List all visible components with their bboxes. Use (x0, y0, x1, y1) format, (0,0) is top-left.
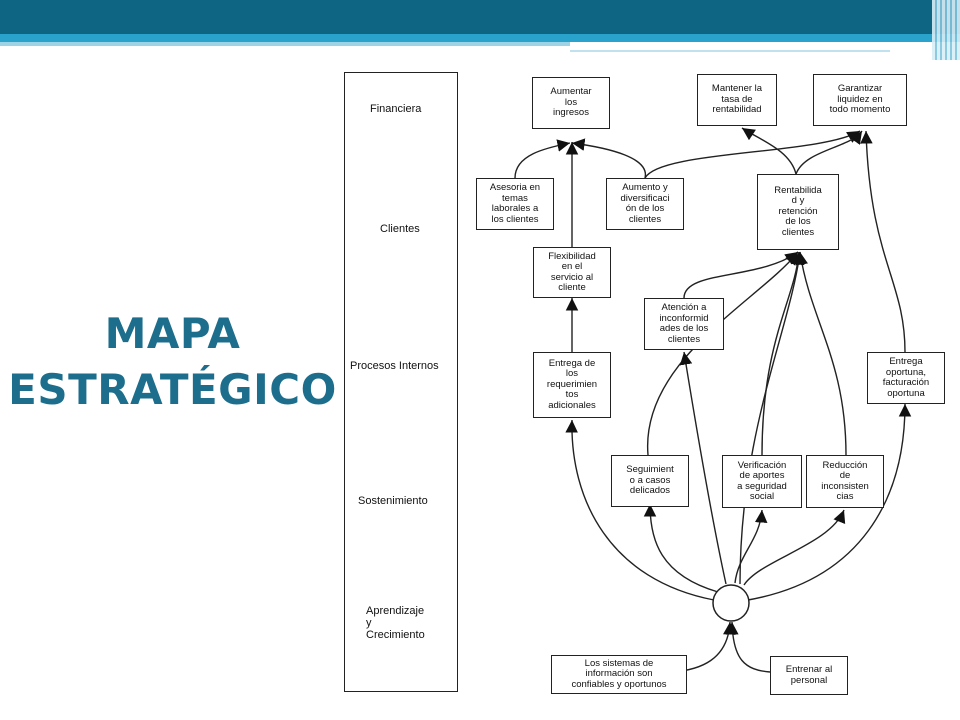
node-rentabilidad-retencion: Rentabilida d y retención de los cliente… (757, 174, 839, 250)
perspectives-column (344, 72, 458, 692)
edge-rentabilidad-to-liquidez (795, 130, 863, 175)
page-title: MAPA ESTRATÉGICO (0, 306, 345, 418)
node-asesoria-label: Asesoria en temas laborales a los client… (489, 182, 541, 225)
node-entrega-requerimientos-label: Entrega de los requerimien tos adicional… (546, 357, 598, 411)
convergence-hub (712, 584, 750, 622)
node-garantizar-liquidez-label: Garantizar liquidez en todo momento (829, 83, 891, 116)
perspective-label-aprendizaje: Aprendizaje y Crecimiento (366, 605, 425, 641)
node-entrega-oportuna-label: Entrega oportuna, facturación oportuna (882, 356, 930, 399)
node-seguimiento: Seguimient o a casos delicados (611, 455, 689, 507)
node-flexibilidad: Flexibilidad en el servicio al cliente (533, 247, 611, 298)
node-entrenar-label: Entrenar al personal (785, 664, 833, 686)
title-line-2: ESTRATÉGICO (8, 365, 337, 414)
perspective-label-sostenimiento: Sostenimiento (358, 495, 428, 507)
perspective-label-clientes: Clientes (380, 223, 420, 235)
node-aumentar-ingresos-label: Aumentar los ingresos (550, 86, 592, 119)
edge-hub-to-entrega-oportuna (747, 403, 912, 601)
edge-aumento-to-liquidez (644, 130, 861, 179)
edge-verificacion-to-rentabilidad (761, 251, 805, 456)
header-banner (0, 0, 960, 60)
node-entrenar: Entrenar al personal (770, 656, 848, 695)
banner-accent-line (0, 42, 570, 46)
title-line-1: MAPA (104, 309, 241, 358)
node-seguimiento-label: Seguimient o a casos delicados (626, 464, 674, 497)
node-mantener-tasa-label: Mantener la tasa de rentabilidad (711, 83, 763, 116)
edge-hub-to-verificacion (734, 509, 768, 584)
banner-light-band (0, 34, 960, 42)
edge-reduccion-to-rentabilidad (795, 251, 847, 456)
edge-aumento-to-ingresos (571, 138, 646, 179)
edge-atencion-to-rentabilidad (683, 251, 799, 299)
edge-entrega-oportuna-to-liquidez (860, 130, 906, 353)
node-reduccion-label: Reducción de inconsisten cias (821, 459, 869, 502)
node-aumentar-ingresos: Aumentar los ingresos (532, 77, 610, 129)
node-sistemas: Los sistemas de información son confiabl… (551, 655, 687, 694)
node-asesoria: Asesoria en temas laborales a los client… (476, 178, 554, 230)
node-entrega-requerimientos: Entrega de los requerimien tos adicional… (533, 352, 611, 418)
node-rentabilidad-retencion-label: Rentabilida d y retención de los cliente… (774, 184, 822, 238)
perspective-label-financiera: Financiera (370, 103, 422, 115)
perspective-label-procesos: Procesos Internos (350, 360, 439, 372)
edge-hub-to-atencion (679, 351, 727, 585)
node-atencion-label: Atención a inconformid ades de los clien… (659, 302, 709, 345)
edge-hub-to-reduccion (743, 509, 846, 586)
node-atencion: Atención a inconformid ades de los clien… (644, 298, 724, 350)
edge-hub-to-seguimiento (643, 503, 719, 593)
banner-dark-band (0, 0, 960, 34)
edge-hub-to-rentabilidad (739, 251, 805, 585)
node-entrega-oportuna: Entrega oportuna, facturación oportuna (867, 352, 945, 404)
node-verificacion: Verificación de aportes a seguridad soci… (722, 455, 802, 508)
banner-accent-line-2 (570, 50, 890, 52)
node-verificacion-label: Verificación de aportes a seguridad soci… (737, 459, 787, 502)
banner-edge-stripes (932, 0, 960, 60)
node-aumento-diversificacion-label: Aumento y diversificaci ón de los client… (620, 182, 670, 225)
node-flexibilidad-label: Flexibilidad en el servicio al cliente (548, 250, 596, 293)
node-reduccion: Reducción de inconsisten cias (806, 455, 884, 508)
edge-entrenar-to-hub (726, 621, 771, 673)
node-sistemas-label: Los sistemas de información son confiabl… (571, 657, 667, 690)
edge-rentabilidad-to-mantener (741, 127, 797, 175)
edge-hub-to-entrega-req (565, 419, 715, 601)
edge-asesoria-to-ingresos (514, 139, 571, 179)
node-garantizar-liquidez: Garantizar liquidez en todo momento (813, 74, 907, 126)
node-aumento-diversificacion: Aumento y diversificaci ón de los client… (606, 178, 684, 230)
node-mantener-tasa: Mantener la tasa de rentabilidad (697, 74, 777, 126)
